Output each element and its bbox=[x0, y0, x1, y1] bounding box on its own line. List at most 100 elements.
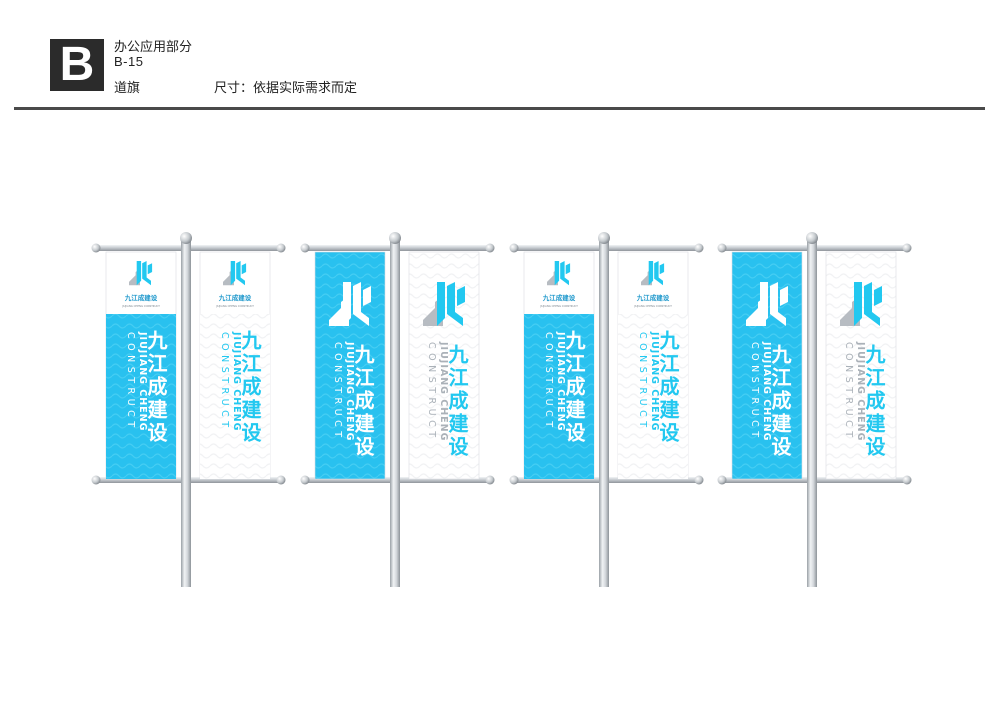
logo-block bbox=[854, 282, 862, 326]
brand-name-vertical: 九江成建设 bbox=[144, 330, 168, 445]
brand-en-line1: JIUJIANG CHENG bbox=[231, 331, 242, 431]
brand-en-line2: CONSTRUCT bbox=[749, 342, 760, 442]
flag-pole bbox=[599, 240, 609, 587]
crossbar-end-knob bbox=[717, 243, 727, 253]
crossbar-end-knob bbox=[276, 475, 286, 485]
logo-block bbox=[353, 282, 369, 326]
pole-top-finial bbox=[598, 232, 610, 244]
brand-name-small: 九江成建设 bbox=[218, 293, 252, 302]
brand-en-line1: JIUJIANG CHENG bbox=[649, 331, 660, 431]
brand-tagline-small: JIUJIANG CHENG CONSTRUCT bbox=[121, 304, 160, 308]
section-title: 办公应用部分 bbox=[114, 39, 193, 54]
banner-body bbox=[618, 314, 688, 479]
brand-tagline-small: JIUJIANG CHENG CONSTRUCT bbox=[539, 304, 578, 308]
crossbar-end-knob bbox=[509, 243, 519, 253]
crossbar-end-knob bbox=[485, 475, 495, 485]
brand-name-vertical: 九江成建设 bbox=[656, 330, 680, 445]
brand-en-line2: CONSTRUCT bbox=[426, 342, 437, 442]
crossbar-end-knob bbox=[509, 475, 519, 485]
brand-name-vertical: 九江成建设 bbox=[445, 344, 469, 459]
brand-name-small: 九江成建设 bbox=[636, 293, 670, 302]
logo-block bbox=[136, 261, 142, 286]
logo-block bbox=[447, 282, 463, 326]
pole-top-finial bbox=[389, 232, 401, 244]
flag-pole bbox=[390, 240, 400, 587]
header-divider bbox=[14, 107, 985, 110]
brand-logo-large bbox=[329, 282, 371, 326]
crossbar-end-knob bbox=[694, 475, 704, 485]
brand-name-small: 九江成建设 bbox=[124, 293, 158, 302]
crossbar-end-knob bbox=[717, 475, 727, 485]
page-code: B-15 bbox=[114, 54, 144, 69]
logo-block bbox=[659, 263, 665, 275]
brand-name-vertical: 九江成建设 bbox=[351, 344, 375, 459]
logo-block bbox=[343, 282, 351, 326]
brand-name-vertical: 九江成建设 bbox=[238, 330, 262, 445]
brand-en-line2: CONSTRUCT bbox=[332, 342, 343, 442]
brand-tagline-small: JIUJIANG CHENG CONSTRUCT bbox=[633, 304, 672, 308]
logo-block bbox=[780, 286, 788, 306]
logo-block bbox=[654, 261, 663, 286]
crossbar-end-knob bbox=[902, 475, 912, 485]
brand-en-line1: JIUJIANG CHENG bbox=[761, 341, 772, 441]
logo-block bbox=[874, 286, 882, 306]
crossbar-end-knob bbox=[276, 243, 286, 253]
logo-block bbox=[363, 286, 371, 306]
pole-top-finial bbox=[806, 232, 818, 244]
brand-logo-large bbox=[840, 282, 882, 326]
flag-pole bbox=[807, 240, 817, 587]
crossbar-end-knob bbox=[91, 243, 101, 253]
logo-block bbox=[648, 261, 654, 286]
logo-block bbox=[770, 282, 786, 326]
logo-block bbox=[565, 263, 571, 275]
brand-logo-small bbox=[641, 261, 665, 286]
brand-en-line1: JIUJIANG CHENG bbox=[137, 331, 148, 431]
brand-en-line2: CONSTRUCT bbox=[543, 332, 554, 432]
brand-name-vertical: 九江成建设 bbox=[862, 344, 886, 459]
brand-logo-large bbox=[423, 282, 465, 326]
brand-en-line1: JIUJIANG CHENG bbox=[344, 341, 355, 441]
crossbar-end-knob bbox=[694, 243, 704, 253]
crossbar-end-knob bbox=[300, 243, 310, 253]
pole-top-finial bbox=[180, 232, 192, 244]
brand-name-small: 九江成建设 bbox=[542, 293, 576, 302]
brand-name-vertical: 九江成建设 bbox=[768, 344, 792, 459]
brand-logo-small bbox=[547, 261, 571, 286]
brand-en-line2: CONSTRUCT bbox=[637, 332, 648, 432]
crossbar-end-knob bbox=[91, 475, 101, 485]
banner-body bbox=[524, 314, 594, 479]
banner-body bbox=[106, 314, 176, 479]
brand-en-line2: CONSTRUCT bbox=[125, 332, 136, 432]
brand-en-line1: JIUJIANG CHENG bbox=[438, 341, 449, 441]
logo-block bbox=[560, 261, 569, 286]
brand-name-vertical: 九江成建设 bbox=[562, 330, 586, 445]
page-header: B 办公应用部分 B-15 道旗 尺寸：依据实际需求而定 bbox=[0, 0, 1000, 112]
brand-en-line1: JIUJIANG CHENG bbox=[555, 331, 566, 431]
banner-body bbox=[200, 314, 270, 479]
logo-block bbox=[457, 286, 465, 306]
crossbar-end-knob bbox=[902, 243, 912, 253]
crossbar-end-knob bbox=[485, 243, 495, 253]
brand-en-line2: CONSTRUCT bbox=[219, 332, 230, 432]
logo-block bbox=[147, 263, 153, 275]
brand-logo-large bbox=[746, 282, 788, 326]
logo-block bbox=[760, 282, 768, 326]
brand-en-line1: JIUJIANG CHENG bbox=[855, 341, 866, 441]
brand-en-line2: CONSTRUCT bbox=[843, 342, 854, 442]
logo-block bbox=[554, 261, 560, 286]
logo-block bbox=[437, 282, 445, 326]
crossbar-end-knob bbox=[300, 475, 310, 485]
size-note: 尺寸：依据实际需求而定 bbox=[214, 80, 358, 95]
logo-block bbox=[241, 263, 247, 275]
